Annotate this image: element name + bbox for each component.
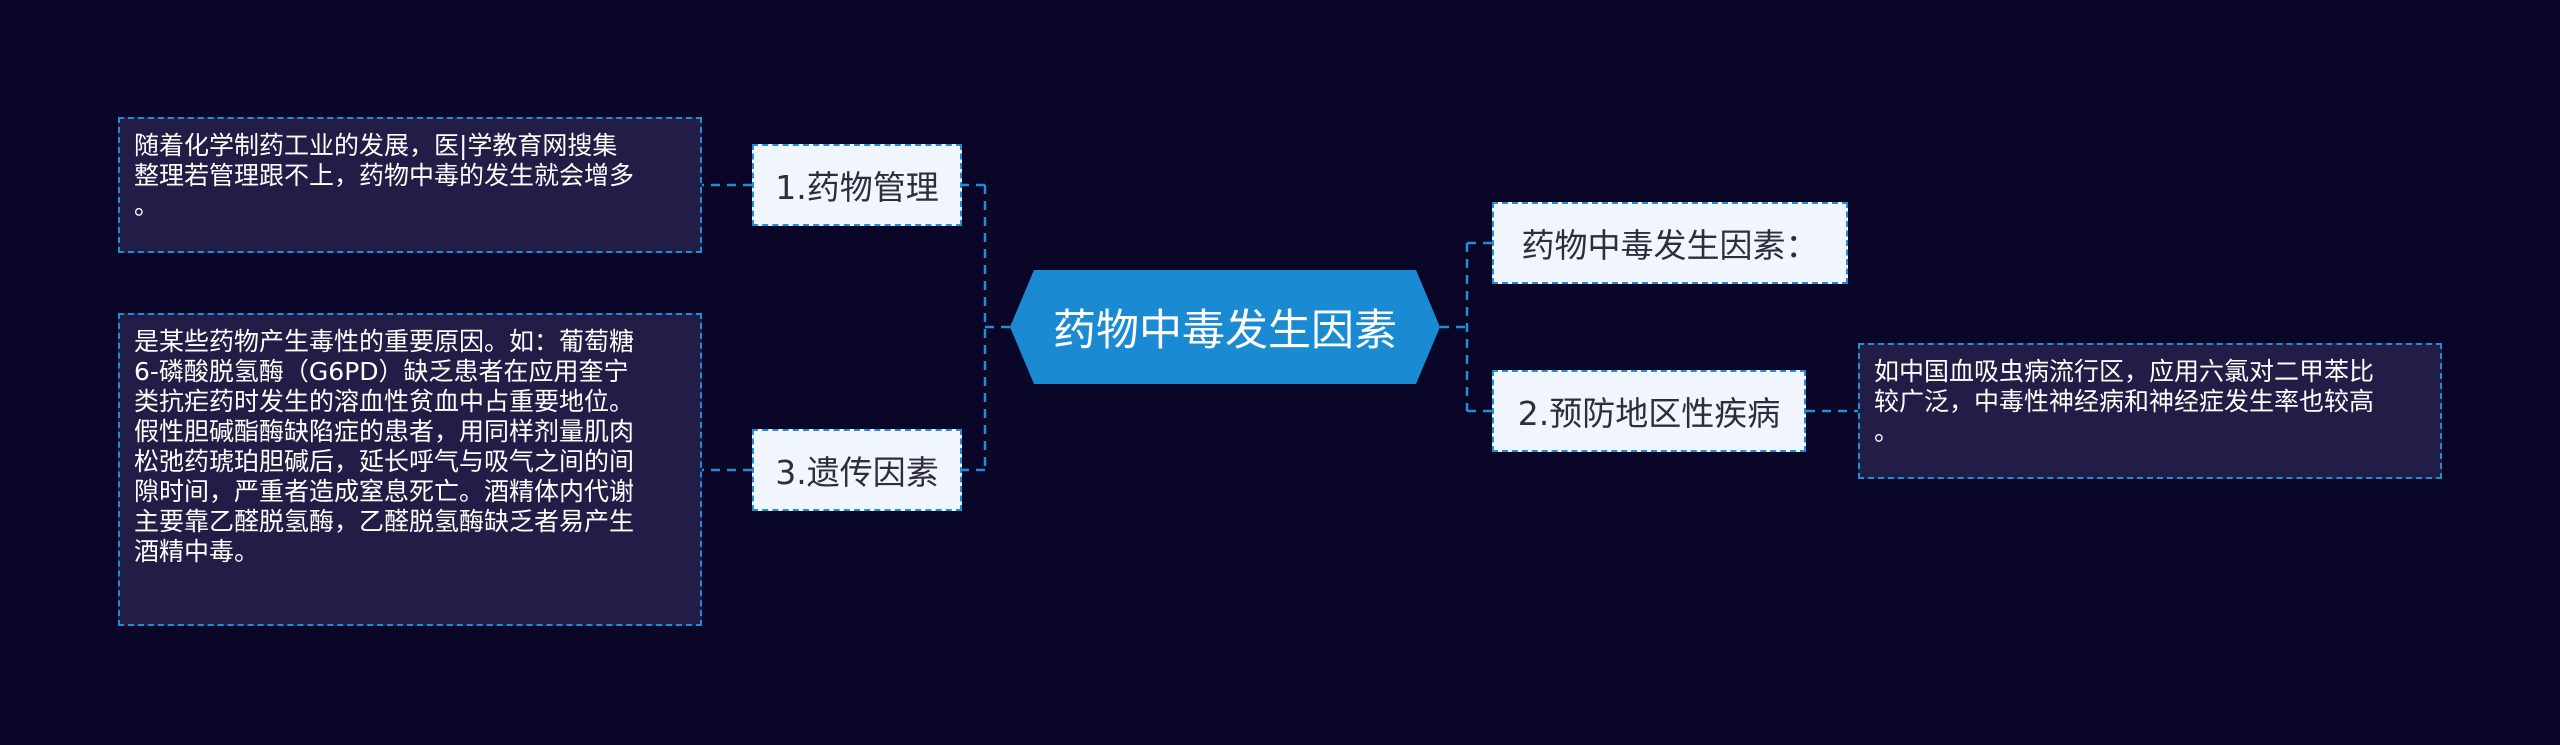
topic-poisoning-factors-label: 药物中毒发生因素： (1521, 226, 1819, 265)
note-line: 假性胆碱酯酶缺陷症的患者，用同样剂量肌肉 (134, 417, 635, 446)
note-line: 如中国血吸虫病流行区，应用六氯对二甲苯比 (1874, 357, 2375, 386)
topic-genetic-factors[interactable]: 3.遗传因素 (752, 429, 962, 511)
note-genetic-factors: 是某些药物产生毒性的重要原因。如：葡萄糖 6-磷酸脱氢酶（G6PD）缺乏患者在应… (118, 313, 702, 626)
note-line: 随着化学制药工业的发展，医|学教育网搜集 (134, 131, 618, 160)
note-line: 松弛药琥珀胆碱后，延长呼气与吸气之间的间 (134, 447, 635, 476)
topic-genetic-factors-label: 3.遗传因素 (775, 453, 939, 492)
note-regional-disease-prevention: 如中国血吸虫病流行区，应用六氯对二甲苯比 较广泛，中毒性神经病和神经症发生率也较… (1858, 343, 2442, 479)
topic-regional-disease-prevention-label: 2.预防地区性疾病 (1517, 394, 1781, 433)
note-line: 主要靠乙醛脱氢酶，乙醛脱氢酶缺乏者易产生 (134, 507, 635, 536)
topic-regional-disease-prevention[interactable]: 2.预防地区性疾病 (1492, 370, 1806, 452)
note-line: 。 (134, 191, 160, 220)
note-line: 较广泛，中毒性神经病和神经症发生率也较高 (1874, 387, 2375, 416)
central-topic-shape (1010, 270, 1440, 384)
note-line: 整理若管理跟不上，药物中毒的发生就会增多 (134, 161, 635, 190)
topic-drug-management-label: 1.药物管理 (775, 168, 939, 207)
note-line: 类抗疟药时发生的溶血性贫血中占重要地位。 (134, 387, 635, 416)
note-line: 是某些药物产生毒性的重要原因。如：葡萄糖 (134, 327, 635, 356)
topic-poisoning-factors[interactable]: 药物中毒发生因素： (1492, 202, 1848, 284)
topic-drug-management[interactable]: 1.药物管理 (752, 144, 962, 226)
note-line: 酒精中毒。 (134, 537, 260, 566)
note-drug-management: 随着化学制药工业的发展，医|学教育网搜集 整理若管理跟不上，药物中毒的发生就会增… (118, 117, 702, 253)
note-line: 隙时间，严重者造成窒息死亡。酒精体内代谢 (134, 477, 635, 506)
central-topic-label: 药物中毒发生因素 (1053, 306, 1397, 356)
note-line: 6-磷酸脱氢酶（G6PD）缺乏患者在应用奎宁 (134, 357, 629, 386)
note-line: 。 (1874, 417, 1900, 446)
central-topic[interactable]: 药物中毒发生因素 (1010, 270, 1440, 384)
